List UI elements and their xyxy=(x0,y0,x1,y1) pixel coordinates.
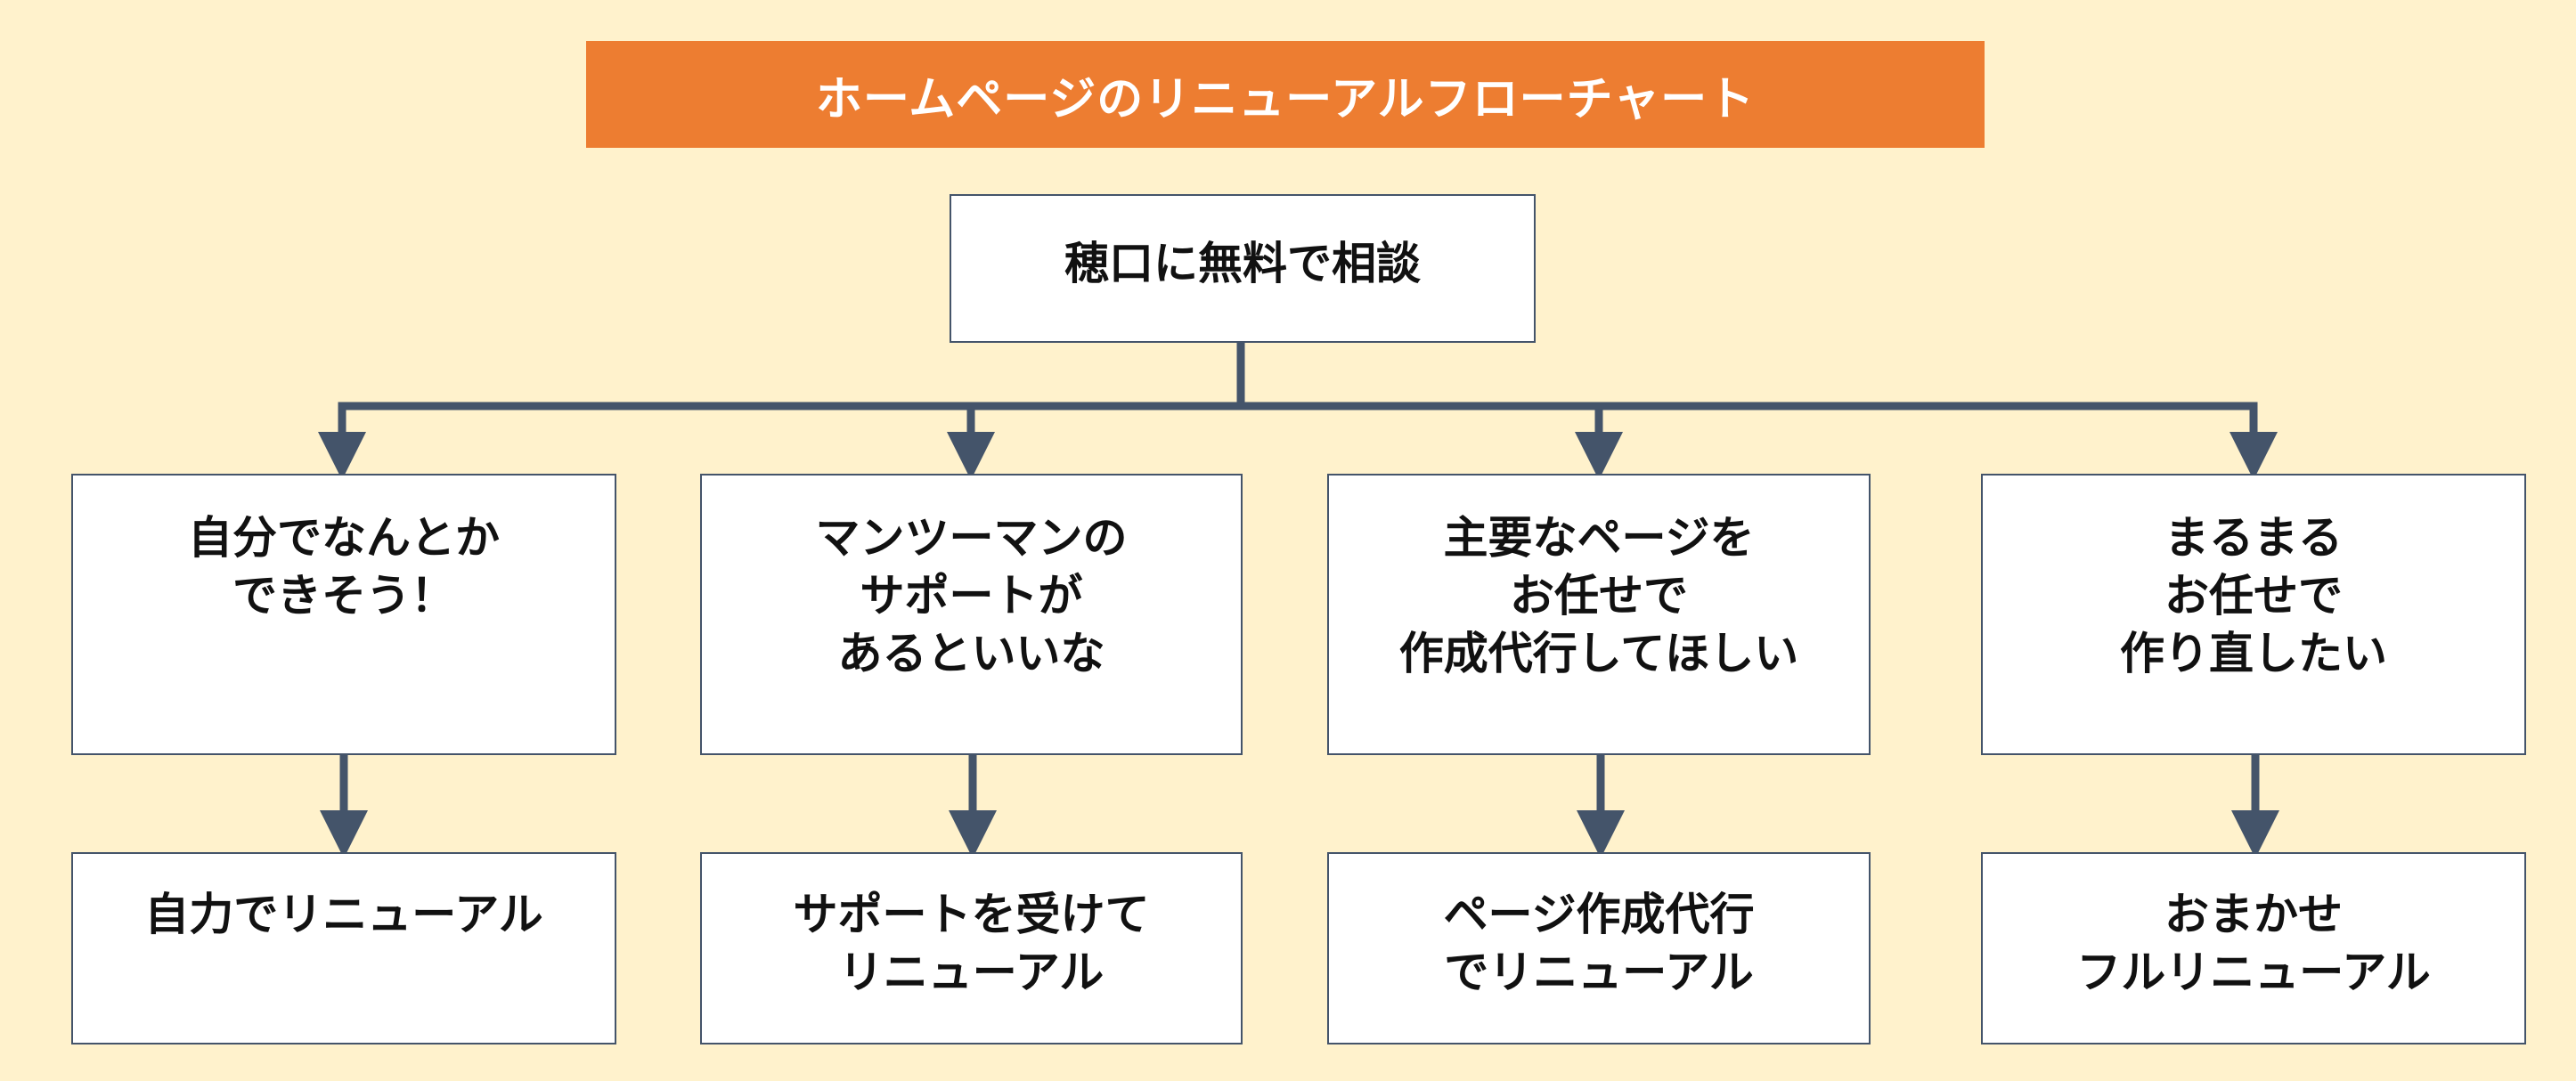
result-node-self-renewal: 自力でリニューアル xyxy=(71,852,616,1044)
result-node-page-creation-renewal: ページ作成代行 でリニューアル xyxy=(1327,852,1871,1044)
option-node-diy: 自分でなんとか できそう！ xyxy=(71,474,616,755)
option-node-main-pages-outsourced: 主要なページを お任せで 作成代行してほしい xyxy=(1327,474,1871,755)
page-title: ホームページのリニューアルフローチャート xyxy=(586,41,1985,148)
option-node-full-rebuild: まるまる お任せで 作り直したい xyxy=(1981,474,2526,755)
result-node-full-renewal: おまかせ フルリニューアル xyxy=(1981,852,2526,1044)
root-node-consultation: 穂口に無料で相談 xyxy=(950,194,1536,343)
result-node-supported-renewal: サポートを受けて リニューアル xyxy=(700,852,1243,1044)
option-node-one-on-one-support: マンツーマンの サポートが あるといいな xyxy=(700,474,1243,755)
